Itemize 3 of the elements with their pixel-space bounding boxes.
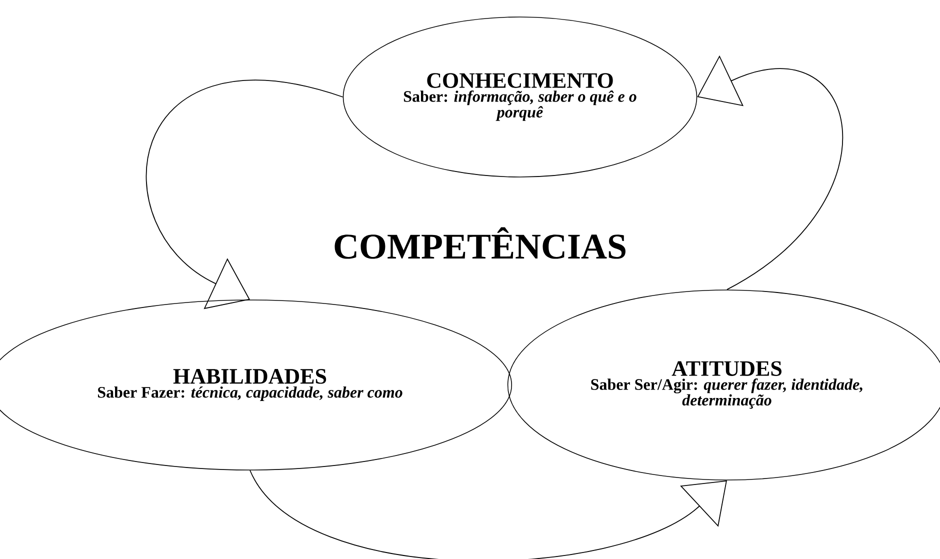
title: COMPETÊNCIAS [334, 227, 626, 259]
ellipse-node: CONHECIMENTO Saber: informação, saber o quê e o porquê [342, 16, 698, 178]
curved-arrow [250, 470, 727, 559]
